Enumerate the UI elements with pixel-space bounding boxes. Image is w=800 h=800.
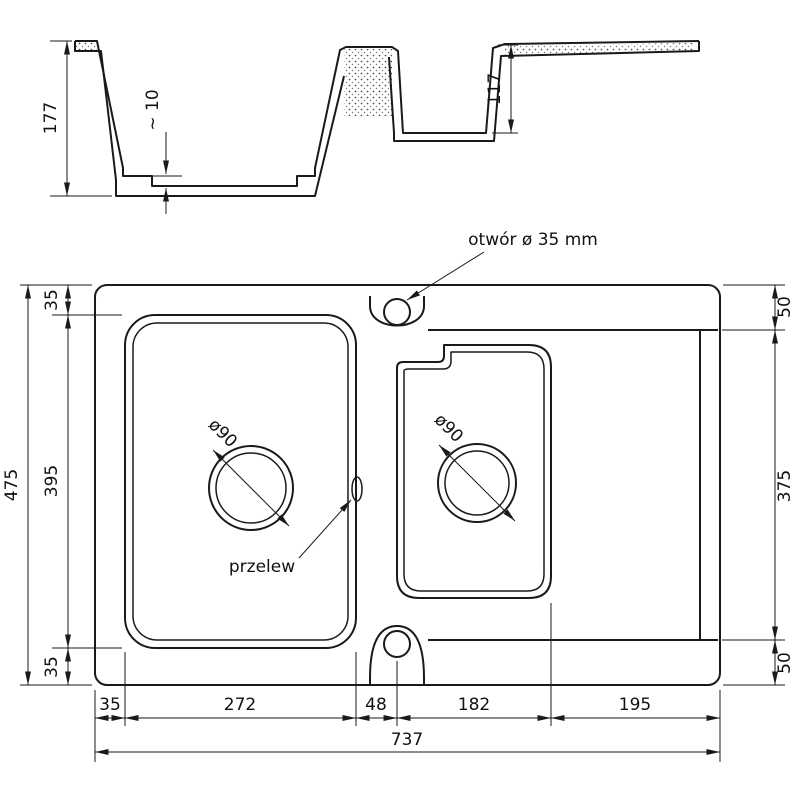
main-drain-diameter-arrow — [212, 449, 290, 527]
dim-left-bowls-label: 395 — [42, 465, 62, 497]
dim-left-top-label: 35 — [42, 289, 62, 311]
dim-bottom-gap-label: 48 — [365, 695, 387, 715]
second-bowl-outer-rim — [396, 344, 552, 599]
plan-dimensions: 35 395 35 475 50 375 50 35 272 48 18 — [2, 284, 795, 762]
dim-bottom-main-bowl-label: 272 — [224, 695, 256, 715]
sink-outline — [94, 284, 721, 686]
dim-bottom-left-margin-label: 35 — [99, 695, 121, 715]
second-bowl-inner-rim — [403, 351, 545, 592]
dim-right-bottom-label: 50 — [775, 652, 795, 674]
section-view: 177 ~ 10 117 — [41, 40, 700, 214]
top-tap-hole — [383, 298, 411, 326]
dim-bottom-recess-label: ~ 10 — [143, 89, 163, 130]
dim-left-bottom-label: 35 — [42, 656, 62, 678]
dim-left-overall-label: 475 — [2, 469, 22, 501]
tap-hole-label: otwór ø 35 mm — [468, 230, 598, 250]
dim-right-top-label: 50 — [775, 296, 795, 318]
second-drain-outer — [437, 443, 517, 523]
dim-bottom-overall-label: 737 — [391, 730, 423, 750]
dim-second-depth-label: 117 — [485, 73, 505, 105]
overflow-arrow — [298, 499, 352, 559]
section-outer-profile-right — [388, 41, 700, 142]
section-partition-material — [344, 49, 392, 116]
dim-bottom-drainer-label: 195 — [619, 695, 651, 715]
section-outer-profile-left — [74, 41, 345, 197]
second-drain-diameter-arrow — [438, 444, 516, 522]
tap-hole-arrow — [406, 251, 485, 301]
main-drain-outer — [208, 445, 294, 531]
main-bowl-inner-rim — [132, 322, 349, 641]
section-inner-profile — [75, 40, 700, 187]
bottom-tap-ledge — [369, 625, 425, 685]
dim-bottom-second-bowl-label: 182 — [458, 695, 490, 715]
dim-bottom-recess: ~ 10 — [128, 89, 182, 214]
section-left-flange-material — [75, 41, 97, 51]
dim-main-depth: 177 — [41, 40, 112, 197]
dim-main-depth-label: 177 — [41, 102, 61, 134]
bottom-tap-hole — [383, 630, 411, 658]
dim-second-depth: 117 — [485, 44, 518, 134]
overflow-label: przelew — [229, 557, 295, 577]
main-bowl-outer-rim — [124, 314, 357, 649]
overflow-slot — [351, 476, 363, 502]
dim-right-middle-label: 375 — [775, 470, 795, 502]
